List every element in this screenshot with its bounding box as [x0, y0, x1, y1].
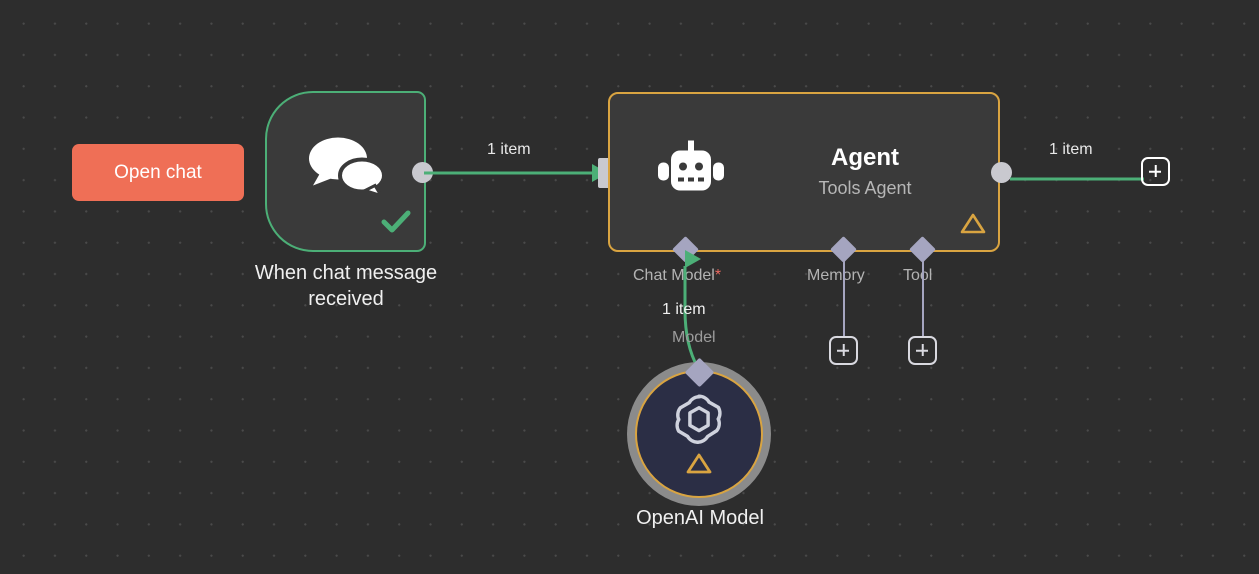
sub-connector-label-tool: Tool [903, 267, 933, 284]
trigger-node-when-chat-message-received[interactable] [265, 91, 426, 252]
sub-connector-label-memory: Memory [807, 267, 865, 284]
chat-model-text: Chat Model [633, 267, 715, 284]
agent-title: Agent [831, 144, 899, 171]
trigger-label-line2: received [308, 288, 384, 310]
checkmark-icon [381, 210, 411, 241]
connection-memory-stem [842, 258, 845, 336]
openai-model-label: OpenAI Model [636, 507, 764, 529]
agent-text-block: Agent Tools Agent [740, 143, 990, 201]
chat-bubbles-icon [307, 134, 386, 203]
chat-model-item-count: 1 item [662, 301, 706, 318]
add-node-button-memory[interactable] [829, 336, 858, 365]
connection-output-label: 1 item [1049, 141, 1093, 158]
sub-connector-label-chat-model: Chat Model* [633, 267, 721, 285]
robot-icon [658, 140, 724, 204]
openai-logo-icon [670, 390, 728, 453]
agent-output-port[interactable] [991, 162, 1012, 183]
agent-node[interactable]: Agent Tools Agent [608, 92, 1000, 252]
open-chat-button[interactable]: Open chat [72, 144, 244, 201]
trigger-output-port[interactable] [412, 162, 433, 183]
trigger-label-line1: When chat message [254, 262, 438, 284]
connection-agent-to-add[interactable] [1010, 169, 1144, 181]
chat-model-type-label: Model [672, 329, 716, 346]
connection-main-label: 1 item [487, 141, 531, 158]
agent-subtitle: Tools Agent [818, 178, 912, 198]
warning-triangle-icon[interactable] [960, 212, 986, 240]
add-node-button-main[interactable] [1141, 157, 1170, 186]
trigger-node-label: When chat message received [225, 260, 467, 312]
connection-trigger-to-agent[interactable] [424, 155, 614, 191]
required-asterisk: * [714, 267, 722, 284]
add-node-button-tool[interactable] [908, 336, 937, 365]
connection-tool-stem [921, 258, 924, 336]
warning-triangle-icon[interactable] [686, 452, 712, 480]
openai-node-inner [635, 370, 763, 498]
